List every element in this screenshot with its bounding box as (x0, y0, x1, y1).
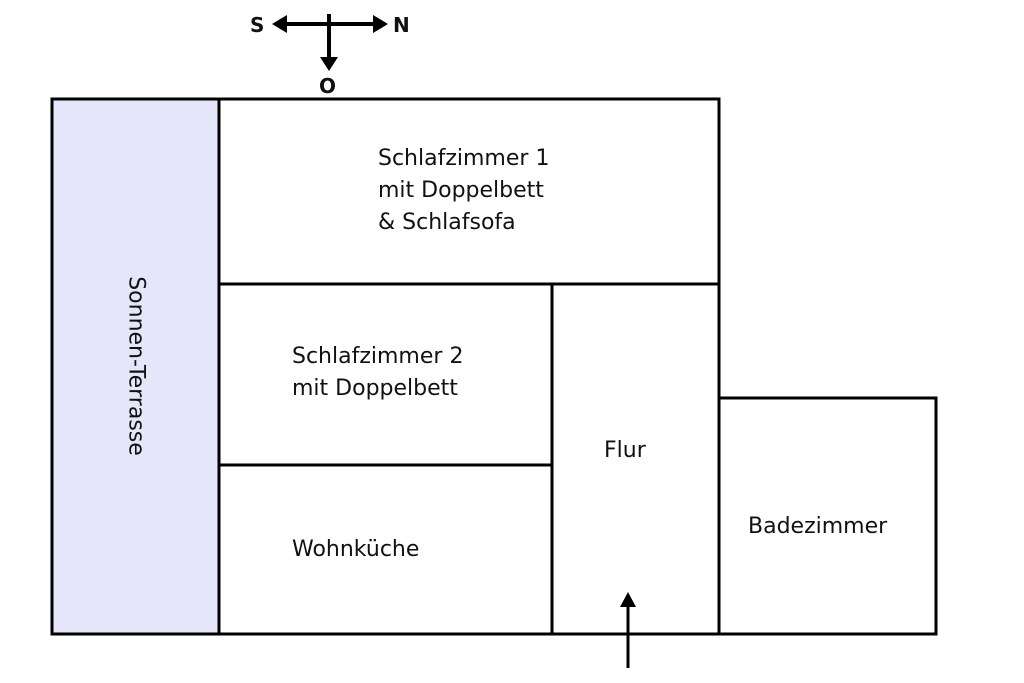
entrance-arrow-head (620, 592, 636, 607)
bathroom-wall (719, 396, 938, 636)
walls (50, 97, 938, 636)
terrace-area (52, 99, 219, 634)
bedroom1-line-1: Schlafzimmer 1 (378, 146, 550, 171)
outer-wall (50, 97, 721, 636)
compass (272, 14, 388, 71)
compass-north-arrow (373, 15, 388, 33)
room-label-terrace: Sonnen-Terrasse (123, 276, 149, 456)
room-label-bathroom: Badezimmer (748, 514, 888, 539)
compass-north-label: N (393, 13, 410, 37)
entrance-arrow (620, 592, 636, 668)
bedroom2-line-1: Schlafzimmer 2 (292, 344, 464, 369)
room-label-kitchen: Wohnküche (292, 537, 420, 562)
bedroom2-line-2: mit Doppelbett (292, 376, 458, 401)
bedroom1-line-3: & Schlafsofa (378, 210, 516, 235)
compass-east-arrow (320, 57, 338, 71)
compass-south-arrow (272, 15, 287, 33)
room-label-bedroom2: Schlafzimmer 2 mit Doppelbett (292, 341, 463, 405)
room-label-bedroom1: Schlafzimmer 1 mit Doppelbett & Schlafso… (378, 143, 549, 239)
bedroom1-line-2: mit Doppelbett (378, 178, 544, 203)
room-label-hallway: Flur (604, 438, 646, 463)
compass-east-label: O (319, 74, 337, 98)
compass-south-label: S (250, 13, 265, 37)
